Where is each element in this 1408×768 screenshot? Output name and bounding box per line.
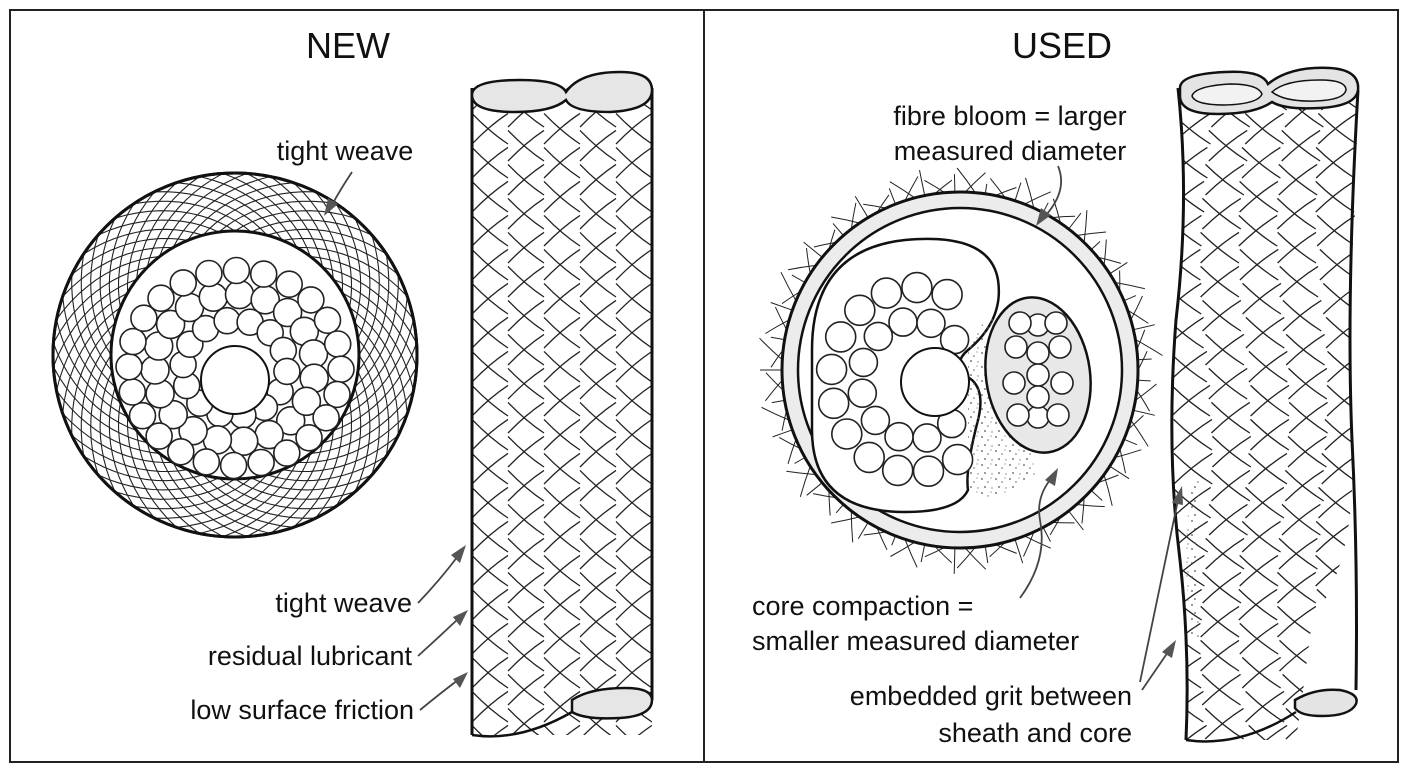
used-panel-title: USED (1012, 25, 1112, 66)
used-arrow-core-compaction (1019, 479, 1051, 599)
new-sheath-weave-pattern (53, 173, 417, 537)
new-rope-side-view (470, 70, 654, 738)
used-arrow-grit-lower (1141, 651, 1169, 691)
used-arrow-fibre-bloom (1045, 165, 1062, 216)
used-rope-side-view (1170, 66, 1360, 743)
new-core-strands (115, 256, 355, 480)
used-cross-section (759, 167, 1163, 574)
new-rope-bottom-end (570, 686, 654, 720)
used-label-fibre-bloom-line1: fibre bloom = larger (893, 101, 1126, 131)
new-label-residual-lubricant: residual lubricant (208, 641, 413, 671)
new-rope-top-end (470, 70, 654, 114)
used-rope-bottom-end (1293, 688, 1358, 718)
used-core-center (900, 347, 970, 417)
used-label-grit-line2: sheath and core (938, 718, 1132, 748)
new-panel-title: NEW (306, 25, 390, 66)
used-label-core-compaction-line1: core compaction = (752, 591, 973, 621)
new-arrow-residual-lubricant (417, 618, 459, 657)
new-arrow-tight-weave-top (331, 171, 353, 206)
new-label-tight-weave: tight weave (275, 588, 412, 618)
new-label-low-surface-friction: low surface friction (190, 695, 414, 725)
new-arrow-low-surface-friction (419, 679, 459, 711)
used-label-grit-line1: embedded grit between (850, 681, 1132, 711)
new-label-tight-weave-top: tight weave (277, 136, 414, 166)
used-label-fibre-bloom-line2: measured diameter (894, 136, 1127, 166)
used-core-strands (815, 271, 1074, 488)
new-arrow-tight-weave (417, 555, 459, 604)
used-fibre-bloom-fuzz (759, 167, 1163, 574)
used-label-core-compaction-line2: smaller measured diameter (752, 626, 1079, 656)
new-cross-section (51, 171, 419, 539)
used-arrow-grit-upper (1139, 499, 1179, 683)
new-core-center (200, 345, 270, 415)
